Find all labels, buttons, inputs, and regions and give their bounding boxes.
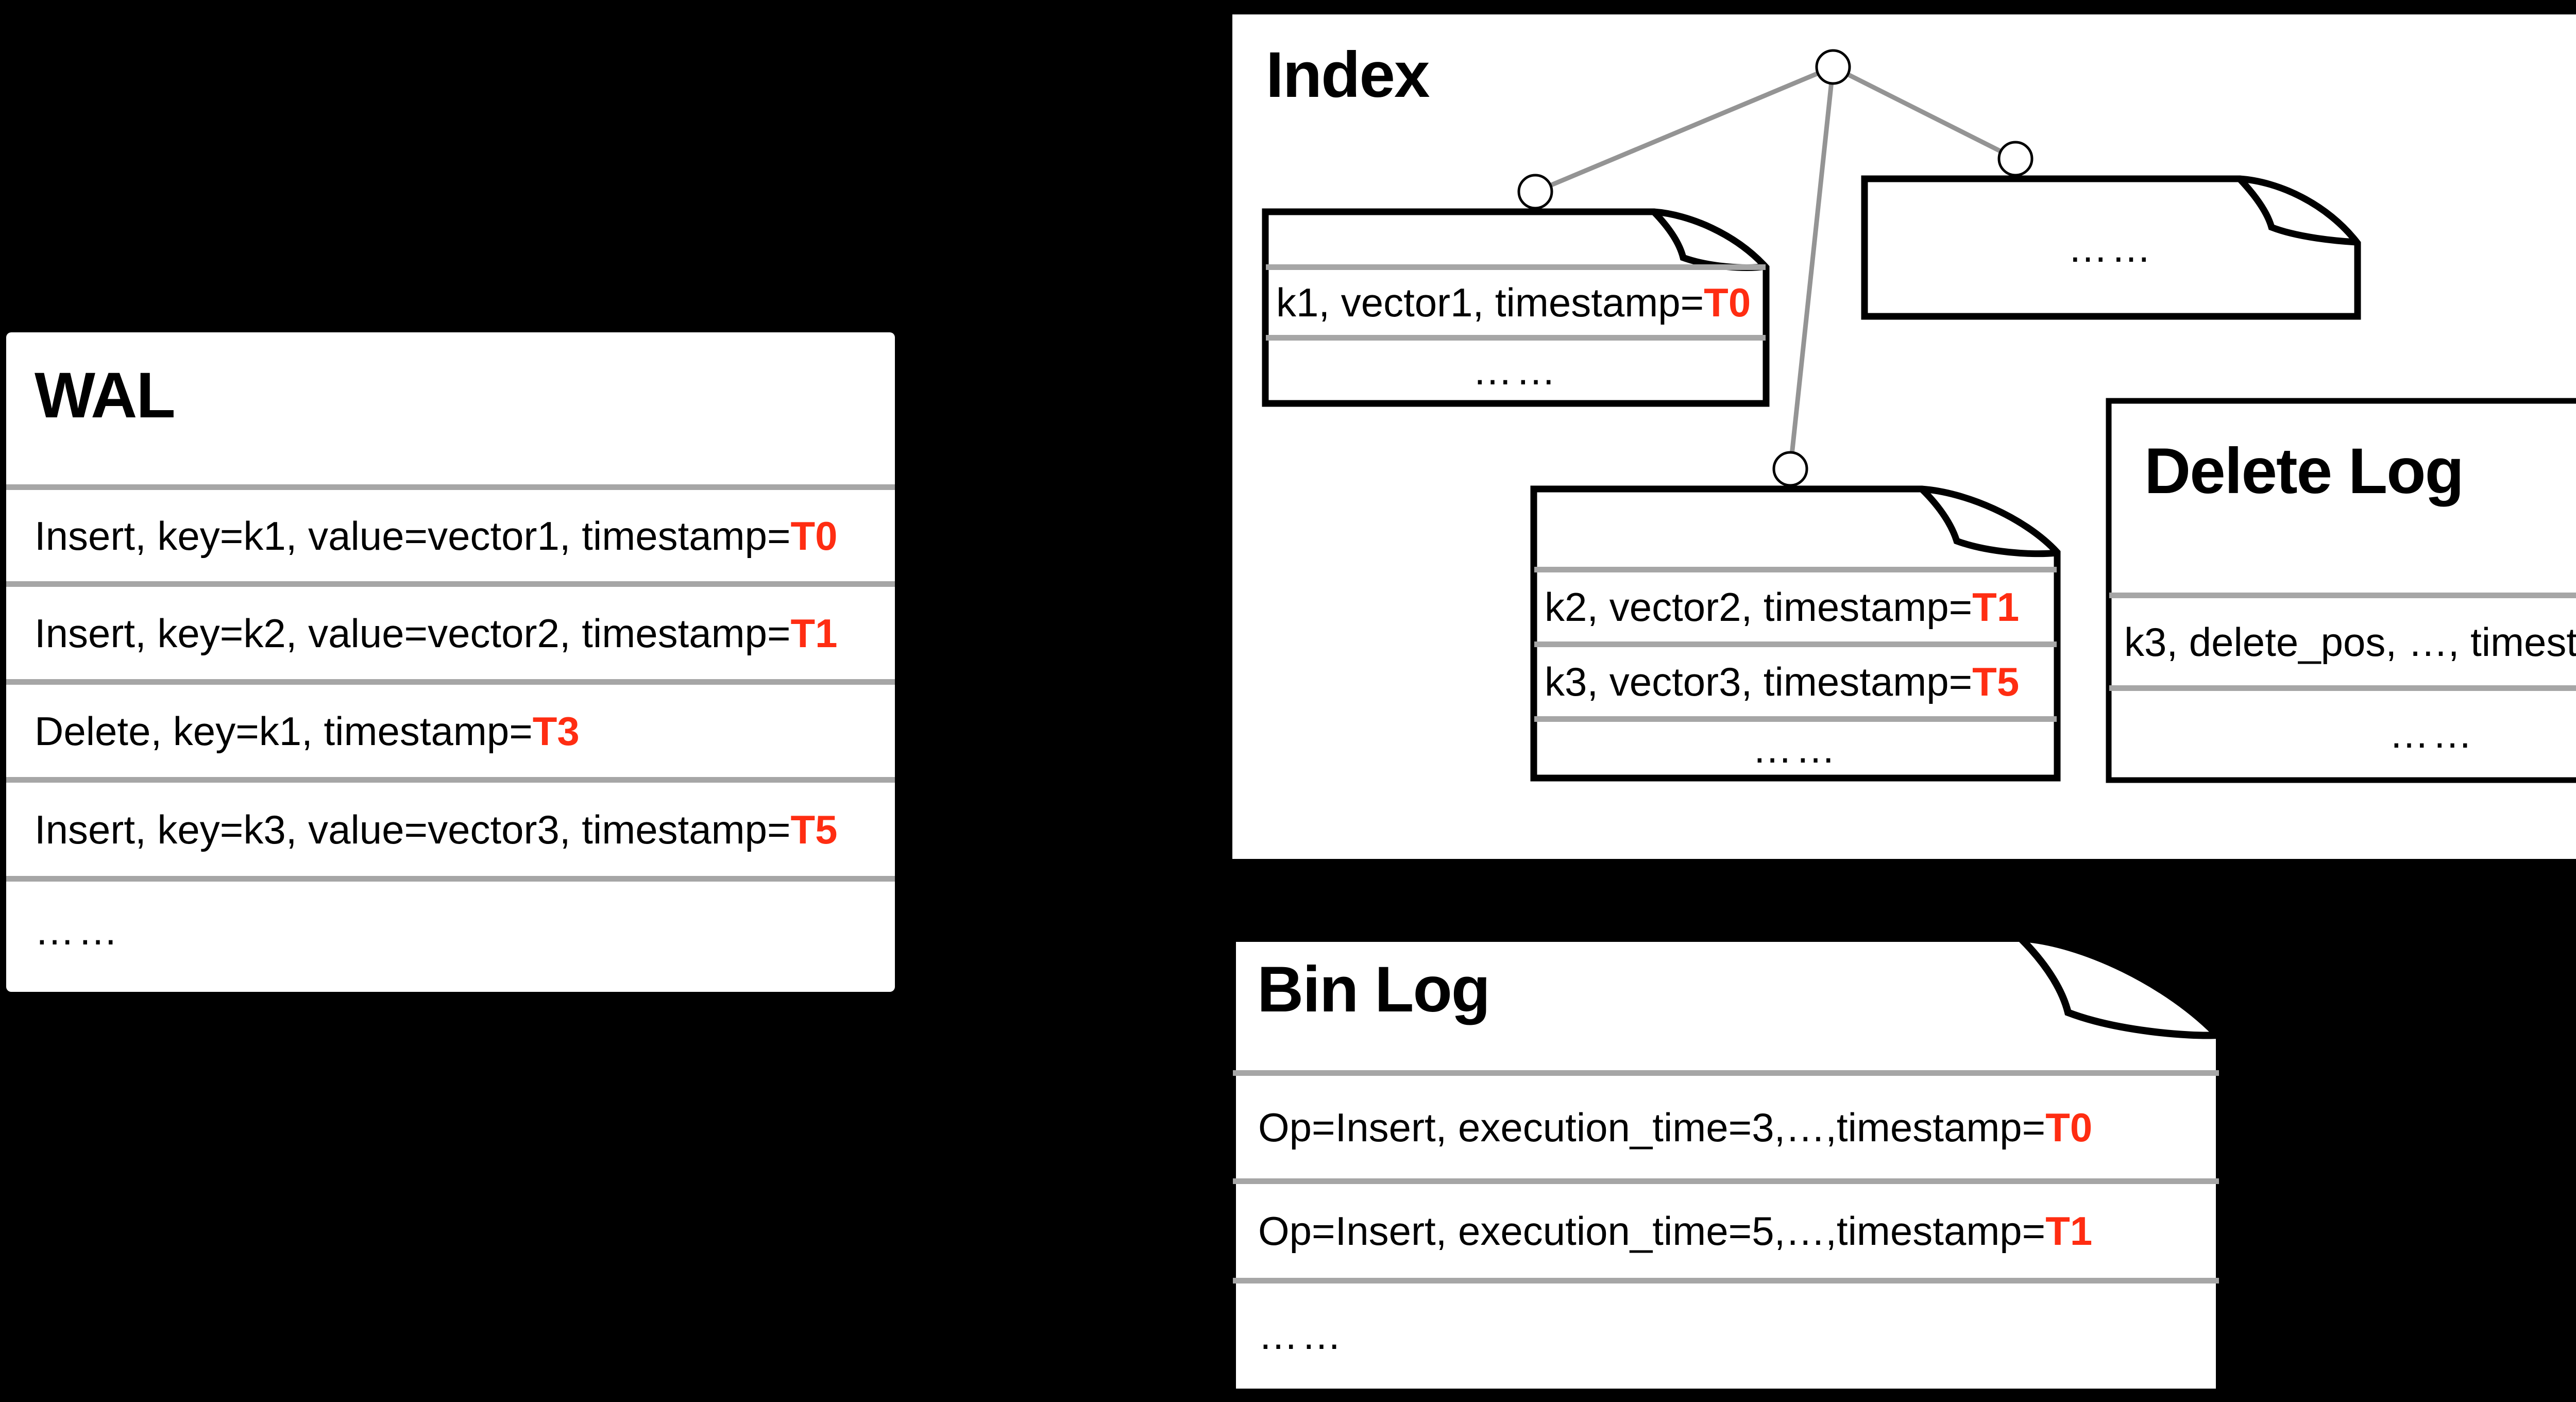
doc-separator: [1534, 641, 2057, 647]
wal-separator: [6, 777, 895, 783]
doc-separator: [1233, 1178, 2219, 1184]
doc-separator: [1266, 264, 1766, 270]
delete-log-doc: Delete Log k3, delete_pos, …, timestamp=…: [2106, 398, 2576, 783]
doc-separator: [1534, 716, 2057, 722]
doc-separator: [2109, 593, 2576, 598]
doc-separator: [1233, 1070, 2219, 1076]
wal-separator: [6, 484, 895, 490]
wal-title: WAL: [35, 360, 176, 431]
timestamp-value: T0: [1704, 280, 1751, 325]
bin-log-ellipsis-row: ……: [1228, 1283, 2224, 1387]
doc-page-shape: [1861, 175, 2361, 320]
ellipsis-text: ……: [35, 908, 121, 953]
doc-separator: [1534, 567, 2057, 572]
wal-row: Insert, key=k2, value=vector2, timestamp…: [6, 587, 895, 679]
wal-row: Delete, key=k1, timestamp=T3: [6, 685, 895, 777]
timestamp-value: T0: [790, 513, 838, 559]
doc-row: k2, vector2, timestamp=T1: [1530, 572, 2061, 641]
bin-log-row-text: Op=Insert, execution_time=5,…,timestamp=: [1258, 1208, 2046, 1254]
doc-row: k1, vector1, timestamp=T0: [1262, 270, 1770, 335]
doc-content: Bin Log Op=Insert, execution_time=3,…,ti…: [1228, 934, 2224, 1396]
wal-panel: WAL Insert, key=k1, value=vector1, times…: [6, 332, 895, 992]
doc-row-text: k3, vector3, timestamp=: [1545, 659, 1973, 704]
doc-row: k3, vector3, timestamp=T5: [1530, 647, 2061, 716]
doc-page-shape: [1530, 485, 2061, 782]
index-segment-doc-2: ……: [1861, 175, 2361, 320]
wal-ellipsis-row: ……: [6, 882, 895, 979]
doc-ellipsis-row: ……: [2106, 691, 2576, 776]
doc-content: k2, vector2, timestamp=T1 k3, vector3, t…: [1530, 485, 2061, 782]
doc-separator: [1266, 335, 1766, 341]
wal-separator: [6, 581, 895, 587]
wal-row: Insert, key=k1, value=vector1, timestamp…: [6, 490, 895, 581]
timestamp-value: T1: [790, 610, 838, 656]
delete-log-title: Delete Log: [2144, 435, 2464, 507]
wal-separator: [6, 679, 895, 685]
dog-ear-fold: [2236, 175, 2360, 246]
index-segment-doc-1: k1, vector1, timestamp=T0 ……: [1262, 208, 1770, 407]
wal-row-text: Insert, key=k1, value=vector1, timestamp…: [35, 513, 791, 559]
timestamp-value: T5: [1972, 659, 2020, 704]
ellipsis-text: ……: [1258, 1312, 1345, 1358]
timestamp-value: T0: [2045, 1104, 2093, 1150]
doc-row-text: k3, delete_pos, …, timestamp=: [2124, 619, 2576, 665]
doc-content: ……: [1861, 175, 2361, 320]
wal-row-text: Insert, key=k3, value=vector3, timestamp…: [35, 806, 791, 852]
bin-log-title: Bin Log: [1257, 954, 1490, 1025]
dog-ear-fold: [2017, 935, 2222, 1039]
ellipsis-text: ……: [2067, 225, 2155, 271]
wal-row-text: Delete, key=k1, timestamp=: [35, 708, 533, 754]
index-segment-doc-3: k2, vector2, timestamp=T1 k3, vector3, t…: [1530, 485, 2061, 782]
wal-row-text: Insert, key=k2, value=vector2, timestamp…: [35, 610, 791, 656]
bin-log-row: Op=Insert, execution_time=3,…,timestamp=…: [1228, 1076, 2224, 1178]
wal-separator: [6, 876, 895, 882]
doc-content: Delete Log k3, delete_pos, …, timestamp=…: [2106, 398, 2576, 783]
bin-log-row-text: Op=Insert, execution_time=3,…,timestamp=: [1258, 1104, 2046, 1150]
doc-ellipsis-row: ……: [1530, 722, 2061, 775]
doc-separator: [2109, 685, 2576, 691]
dog-ear-fold: [1918, 485, 2060, 558]
doc-row-text: k2, vector2, timestamp=: [1545, 584, 1973, 630]
doc-row-text: k1, vector1, timestamp=: [1276, 280, 1704, 325]
doc-content: k1, vector1, timestamp=T0 ……: [1262, 208, 1770, 407]
bin-log-doc: Bin Log Op=Insert, execution_time=3,…,ti…: [1228, 934, 2224, 1396]
doc-ellipsis-row: ……: [1861, 175, 2361, 320]
doc-row: k3, delete_pos, …, timestamp=T3: [2106, 598, 2576, 685]
doc-ellipsis-row: ……: [1262, 341, 1770, 400]
timestamp-value: T1: [1972, 584, 2020, 630]
ellipsis-text: ……: [1752, 726, 1839, 771]
doc-separator: [1233, 1278, 2219, 1283]
timestamp-value: T5: [790, 806, 838, 852]
timestamp-value: T1: [2045, 1208, 2093, 1254]
ellipsis-text: ……: [1472, 348, 1559, 393]
ellipsis-text: ……: [2389, 711, 2476, 756]
index-title: Index: [1266, 39, 1430, 111]
bin-log-row: Op=Insert, execution_time=5,…,timestamp=…: [1228, 1184, 2224, 1278]
wal-row: Insert, key=k3, value=vector3, timestamp…: [6, 783, 895, 876]
timestamp-value: T3: [532, 708, 580, 754]
